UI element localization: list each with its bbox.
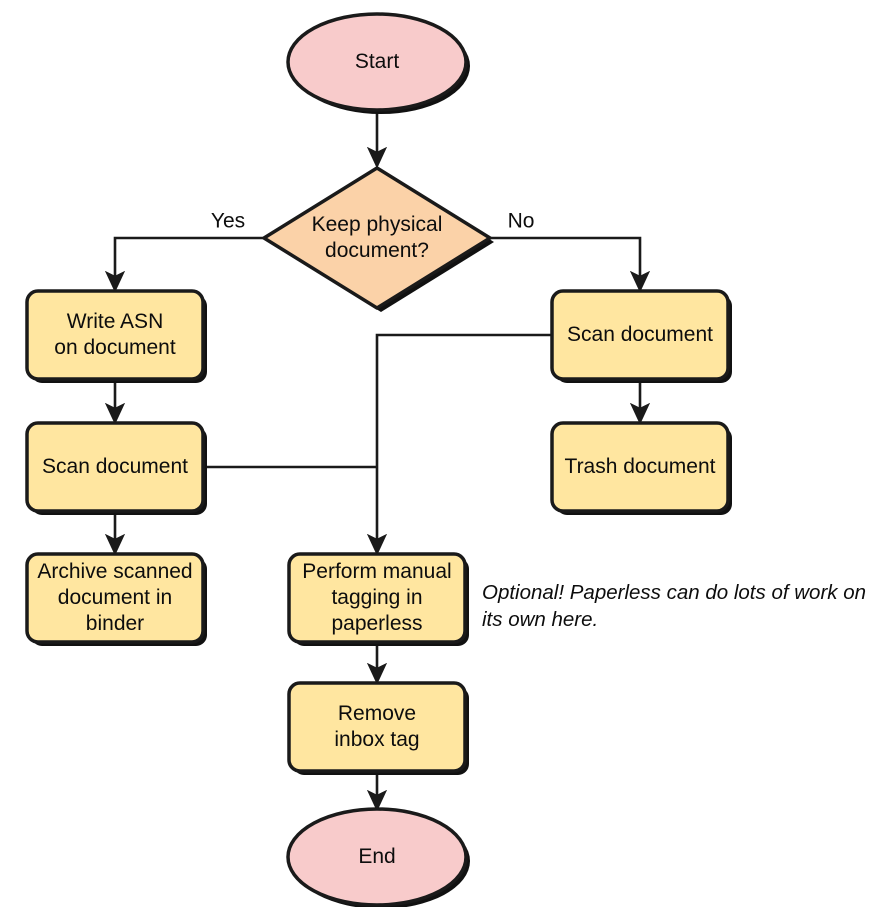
edge-decision-yes-to-write-asn: Yes <box>104 210 264 293</box>
node-body[interactable] <box>25 552 205 644</box>
node-body[interactable] <box>286 12 468 112</box>
node-label-line: tagging in <box>331 586 422 609</box>
node-keep-physical[interactable]: Keep physical document? <box>262 166 494 312</box>
node-end[interactable]: End <box>286 807 470 907</box>
node-label-line: Scan document <box>567 323 713 346</box>
node-label-line: Trash document <box>565 455 716 478</box>
node-label: Remove inbox tag <box>334 702 419 751</box>
edge-line <box>366 333 552 556</box>
node-label: Perform manual tagging in paperless <box>302 560 451 635</box>
node-label: End <box>358 845 395 868</box>
node-trash[interactable]: Trash document <box>550 421 732 515</box>
edge-label-no: No <box>508 210 535 233</box>
node-label-line: Scan document <box>42 455 188 478</box>
annotation-line: its own here. <box>482 608 598 631</box>
node-label-line: document? <box>325 239 429 262</box>
node-label-line: paperless <box>331 612 422 635</box>
node-scan-left[interactable]: Scan document <box>25 421 207 515</box>
node-label: Keep physical document? <box>312 213 443 262</box>
edge-layer: Yes No <box>104 110 651 812</box>
node-start[interactable]: Start <box>286 12 470 114</box>
node-body[interactable] <box>550 421 730 513</box>
node-remove-inbox[interactable]: Remove inbox tag <box>287 681 469 775</box>
node-manual-tagging[interactable]: Perform manual tagging in paperless <box>287 552 469 646</box>
edge-decision-no-to-scan-right: No <box>490 210 651 293</box>
node-label-line: document in <box>58 586 172 609</box>
edge-line <box>490 236 651 293</box>
node-body[interactable] <box>286 807 468 907</box>
node-body[interactable] <box>262 166 492 310</box>
annotation-line: Optional! Paperless can do lots of work … <box>482 581 866 604</box>
node-body[interactable] <box>550 289 730 381</box>
node-label-line: Archive scanned <box>37 560 192 583</box>
node-label-line: Keep physical <box>312 213 443 236</box>
node-label: Write ASN on document <box>54 310 176 359</box>
node-label: Trash document <box>565 455 716 478</box>
node-body[interactable] <box>25 289 205 381</box>
node-body[interactable] <box>25 421 205 513</box>
edge-label-yes: Yes <box>211 210 245 233</box>
node-label-line: on document <box>54 336 176 359</box>
node-body[interactable] <box>287 552 467 644</box>
node-label-line: Remove <box>338 702 416 725</box>
node-scan-right[interactable]: Scan document <box>550 289 732 383</box>
node-label-line: binder <box>86 612 144 635</box>
node-label: Start <box>355 50 400 73</box>
node-label-line: Perform manual <box>302 560 451 583</box>
node-label-line: End <box>358 845 395 868</box>
edge-line <box>104 236 264 293</box>
edge-scan-right-to-manual-tagging <box>366 333 552 556</box>
node-label-line: inbox tag <box>334 728 419 751</box>
node-label: Scan document <box>42 455 188 478</box>
node-label: Archive scanned document in binder <box>37 560 192 635</box>
annotation-optional-note: Optional! Paperless can do lots of work … <box>482 581 866 631</box>
node-label-line: Start <box>355 50 400 73</box>
node-label-line: Write ASN <box>67 310 163 333</box>
node-write-asn[interactable]: Write ASN on document <box>25 289 207 383</box>
node-label: Scan document <box>567 323 713 346</box>
node-archive-binder[interactable]: Archive scanned document in binder <box>25 552 207 646</box>
node-body[interactable] <box>287 681 467 773</box>
annotation-layer: Optional! Paperless can do lots of work … <box>482 581 866 631</box>
